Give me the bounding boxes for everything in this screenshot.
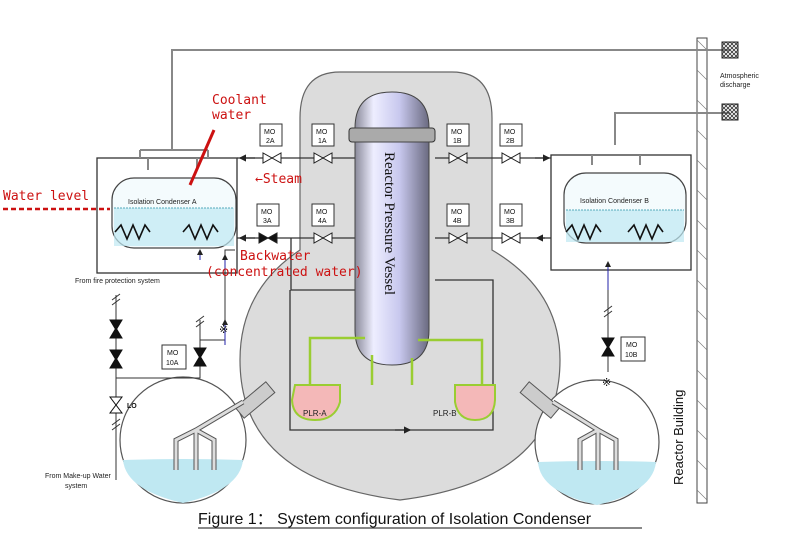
svg-text:MO: MO: [504, 209, 516, 216]
vent-pipe-right: [519, 381, 619, 470]
valve-mo-2b: MO 2B: [499, 123, 523, 147]
vent-outlet-upper: [721, 41, 739, 59]
pump-plr-a: [290, 384, 341, 422]
svg-text:MO: MO: [504, 129, 516, 136]
svg-text:MO: MO: [451, 209, 463, 216]
asterisk-right: ※: [602, 377, 611, 389]
valve-mo-3a: MO 3A: [256, 203, 280, 227]
valve-mo-1b: MO 1B: [446, 123, 470, 147]
figure-caption: Figure 1： System configuration of Isolat…: [198, 511, 592, 528]
valve-mo-3b: MO 3B: [499, 203, 523, 227]
valve-mo-2a: MO 2A: [259, 123, 283, 147]
svg-text:10A: 10A: [166, 360, 179, 367]
isolation-condenser-a: [96, 149, 238, 274]
svg-text:1A: 1A: [318, 138, 327, 145]
vent-pipe-left: [173, 381, 276, 470]
svg-text:2B: 2B: [506, 138, 515, 145]
lo-valve: [109, 396, 123, 414]
valve-mo-4a: MO 4A: [311, 203, 335, 227]
pump-plr-a-label: PLR-A: [303, 409, 327, 418]
pump-plr-b-label: PLR-B: [433, 409, 457, 418]
coolant-pointer: [188, 129, 216, 186]
isolation-condenser-b: [550, 154, 692, 271]
valve-symbols: [258, 152, 521, 244]
reactor-pressure-vessel: [348, 91, 436, 366]
suppression-pool-left: [119, 376, 247, 504]
svg-text:MO: MO: [264, 129, 276, 136]
makeup-label-2: system: [65, 483, 87, 490]
backwater-label-2: (concentrated water): [206, 265, 363, 280]
valve-mo-10a: MO 10A: [161, 344, 187, 370]
svg-text:MO: MO: [316, 209, 328, 216]
fire-protection-label: From fire protection system: [75, 278, 160, 285]
asterisk-left: ※: [219, 324, 228, 336]
svg-text:MO: MO: [167, 350, 179, 357]
atmospheric-line-1: Atmospheric: [720, 73, 759, 80]
check-valves-left: [109, 319, 207, 369]
check-valves-right: [601, 337, 615, 357]
vent-outlet-lower: [721, 103, 739, 121]
valve-mo-10b: MO 10B: [620, 336, 646, 362]
condenser-a-label: Isolation Condenser A: [128, 199, 197, 206]
svg-text:2A: 2A: [266, 138, 275, 145]
steam-label: ←Steam: [255, 172, 302, 187]
atmospheric-line-2: discharge: [720, 82, 750, 89]
rpv-label: Reactor Pressure Vessel: [381, 152, 397, 295]
vent-lines: [171, 49, 730, 150]
coolant-label-1: Coolant: [212, 93, 267, 108]
recirculation-piping: [308, 336, 484, 385]
svg-text:MO: MO: [626, 342, 638, 349]
svg-text:1B: 1B: [453, 138, 462, 145]
pump-plr-b: [454, 384, 496, 422]
backwater-label-1: Backwater: [240, 249, 311, 264]
condenser-b-label: Isolation Condenser B: [580, 198, 649, 205]
valve-mo-1a: MO 1A: [311, 123, 335, 147]
water-level-label: Water level: [3, 189, 89, 204]
reactor-building-label: Reactor Building: [671, 390, 686, 485]
svg-text:4B: 4B: [453, 218, 462, 225]
valve-mo-4b: MO 4B: [446, 203, 470, 227]
svg-text:10B: 10B: [625, 352, 638, 359]
lo-label: LO: [127, 403, 137, 410]
reactor-building-wall: [696, 37, 708, 504]
svg-text:4A: 4A: [318, 218, 327, 225]
svg-text:MO: MO: [316, 129, 328, 136]
svg-text:MO: MO: [451, 129, 463, 136]
svg-text:3A: 3A: [263, 218, 272, 225]
svg-text:MO: MO: [261, 209, 273, 216]
svg-text:3B: 3B: [506, 218, 515, 225]
makeup-label-1: From Make-up Water: [45, 473, 112, 480]
coolant-label-2: water: [212, 108, 251, 123]
